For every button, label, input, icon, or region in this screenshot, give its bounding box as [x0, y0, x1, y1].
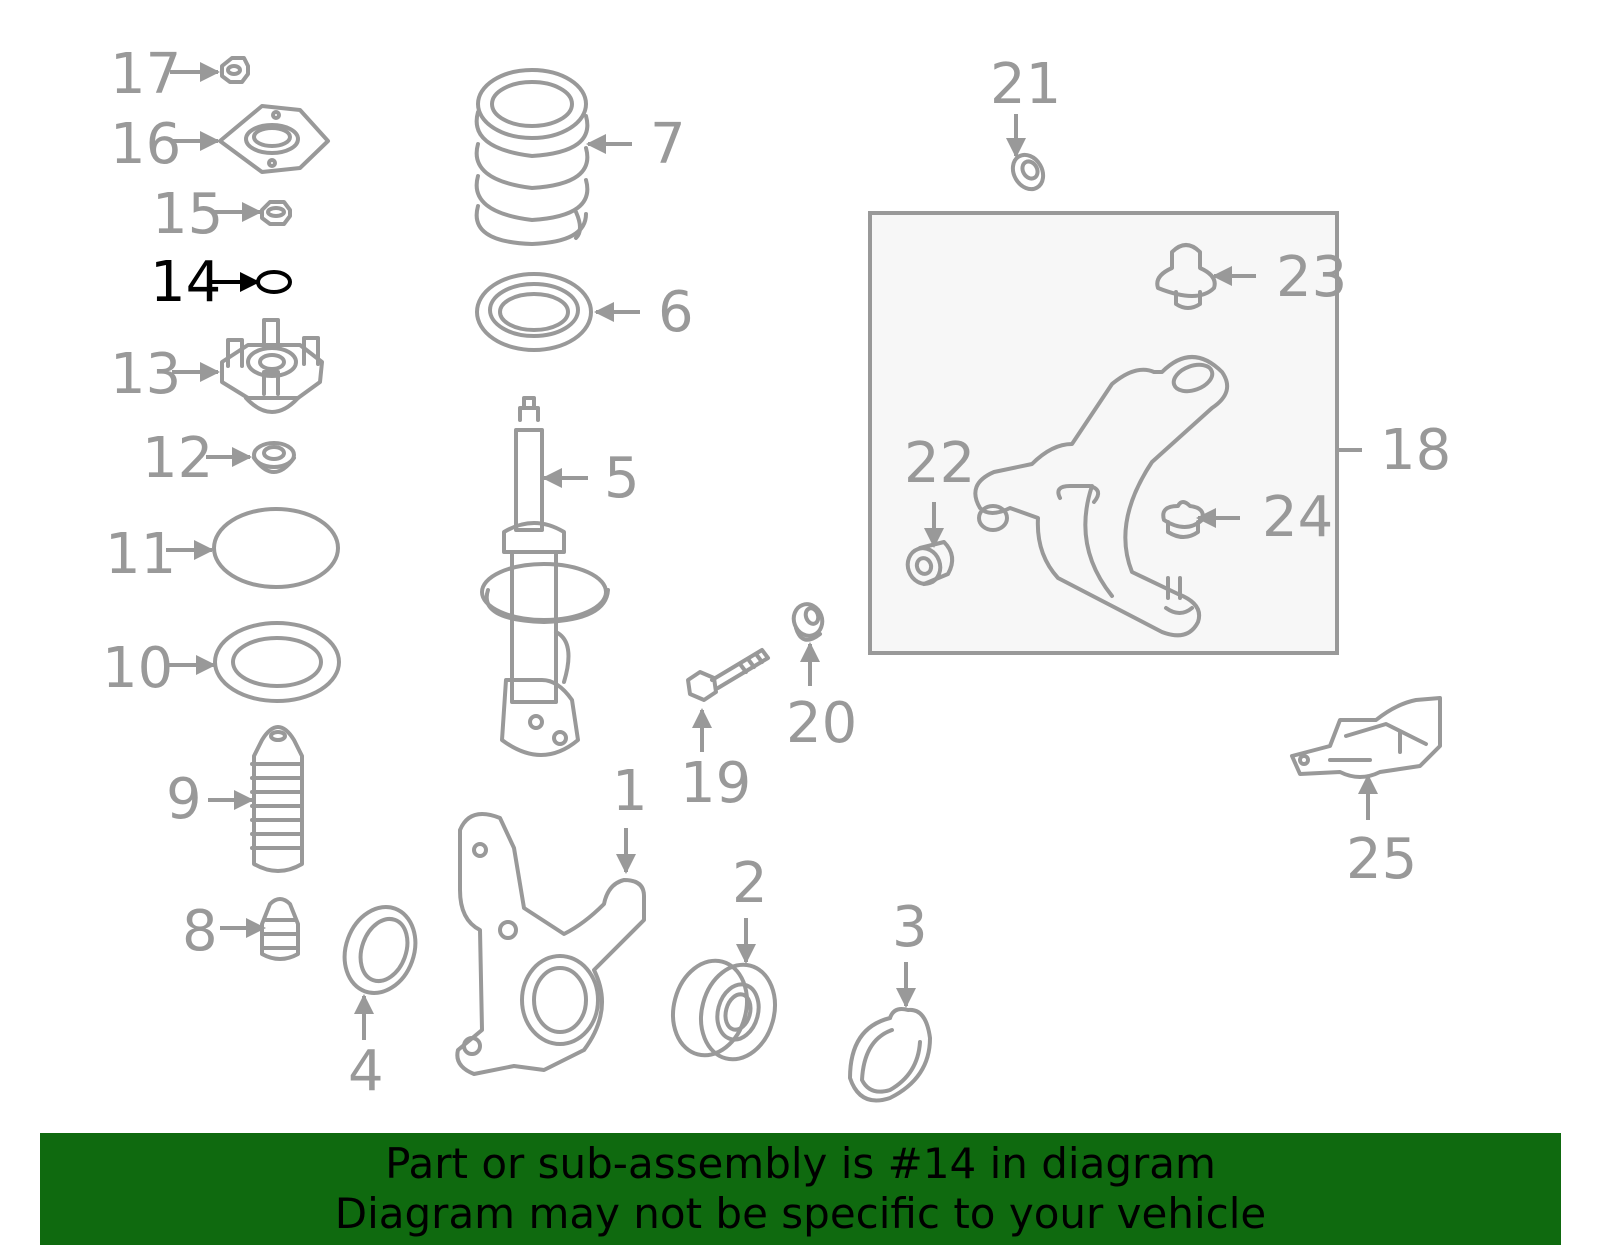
part-4-oil-seal[interactable]: 4 — [333, 897, 427, 1104]
callout-25: 25 — [1346, 827, 1417, 892]
part-15-nut[interactable]: 15 — [152, 182, 292, 247]
callout-11: 11 — [105, 522, 176, 587]
callout-13: 13 — [110, 342, 181, 407]
part-13-strut-mount[interactable]: 13 — [110, 318, 324, 414]
parts-diagram: 17 16 15 14 13 12 — [102, 42, 1451, 1104]
part-10-spring-seat-insulator[interactable]: 10 — [102, 621, 341, 703]
banner-line-2: Diagram may not be specific to your vehi… — [334, 1189, 1267, 1238]
part-2-wheel-bearing[interactable]: 2 — [663, 851, 785, 1068]
part-14-o-ring[interactable]: 14 — [150, 250, 292, 315]
callout-5: 5 — [604, 446, 640, 511]
callout-23: 23 — [1276, 245, 1347, 310]
callout-15: 15 — [152, 182, 223, 247]
part-3-snap-ring[interactable]: 3 — [848, 895, 932, 1103]
callout-22: 22 — [904, 431, 975, 496]
callout-6: 6 — [658, 280, 694, 345]
callout-17: 17 — [110, 42, 181, 107]
callout-3: 3 — [892, 895, 928, 960]
part-11-seal-ring[interactable]: 11 — [105, 507, 340, 589]
callout-18: 18 — [1380, 418, 1451, 483]
callout-2: 2 — [732, 851, 768, 916]
callout-19: 19 — [680, 751, 751, 816]
callout-8: 8 — [182, 899, 218, 964]
info-banner: Part or sub-assembly is #14 in diagram D… — [40, 1133, 1561, 1245]
part-25-bracket[interactable]: 25 — [1290, 696, 1442, 892]
part-8-bump-stop[interactable]: 8 — [182, 897, 300, 964]
callout-12: 12 — [142, 426, 213, 491]
banner-line-1: Part or sub-assembly is #14 in diagram — [385, 1139, 1216, 1188]
part-1-steering-knuckle[interactable]: 1 — [455, 759, 648, 1076]
callout-10: 10 — [102, 636, 173, 701]
callout-16: 16 — [110, 112, 181, 177]
callout-9: 9 — [166, 767, 202, 832]
callout-14: 14 — [150, 250, 221, 315]
part-17-nut[interactable]: 17 — [110, 42, 250, 107]
callout-4: 4 — [348, 1039, 384, 1104]
part-19-bolt[interactable]: 19 — [680, 648, 770, 816]
callout-24: 24 — [1262, 485, 1333, 550]
callout-20: 20 — [786, 691, 857, 756]
part-23-bushing[interactable]: 23 — [1155, 243, 1347, 310]
part-21-washer[interactable]: 21 — [990, 52, 1061, 195]
part-9-dust-boot[interactable]: 9 — [166, 725, 304, 873]
part-6-spring-seat[interactable]: 6 — [475, 272, 694, 352]
part-18-lower-control-arm[interactable]: 18 — [973, 355, 1451, 638]
part-7-coil-spring[interactable]: 7 — [474, 68, 686, 246]
part-20-bushing[interactable]: 20 — [786, 600, 857, 756]
part-22-bushing[interactable]: 22 — [903, 431, 975, 588]
part-16-mount-plate[interactable]: 16 — [110, 104, 330, 177]
part-12-bushing[interactable]: 12 — [142, 426, 296, 491]
callout-21: 21 — [990, 52, 1061, 117]
part-5-strut-assembly[interactable]: 5 — [480, 396, 640, 757]
callout-1: 1 — [612, 759, 648, 824]
callout-7: 7 — [650, 112, 686, 177]
part-24-bushing[interactable]: 24 — [1161, 485, 1333, 550]
control-arm-assembly-box — [868, 211, 1339, 655]
